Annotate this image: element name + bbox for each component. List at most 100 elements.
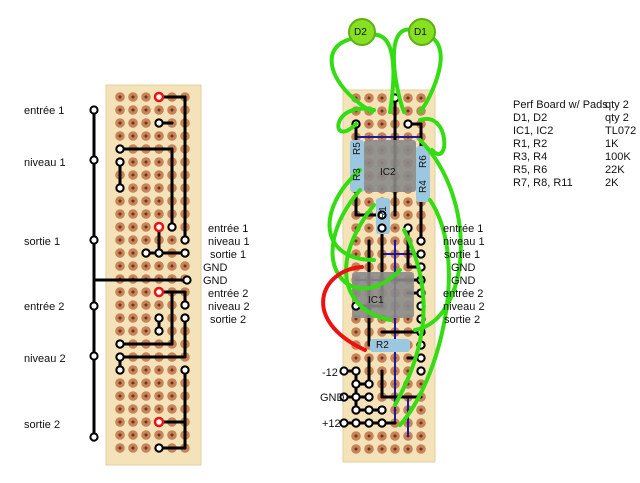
right-terminal	[377, 223, 387, 233]
ic2-body	[364, 140, 416, 192]
right-terminal	[339, 392, 349, 402]
left-pad	[141, 404, 151, 414]
left-pad-hole	[118, 446, 122, 450]
right-terminal	[364, 405, 374, 415]
left-pad	[141, 209, 151, 219]
bom-part-2: IC1, IC2	[513, 125, 553, 137]
left-pad-hole	[157, 173, 161, 177]
right-pad	[351, 431, 361, 441]
green-long-wire	[344, 203, 392, 322]
left-pad	[115, 313, 125, 323]
right-pad-hole	[393, 226, 397, 230]
left-label-sortie-1: sortie 1	[24, 236, 60, 248]
right-pad-hole	[380, 447, 384, 451]
right-pad-hole	[419, 447, 423, 451]
right-conn-label-entree-1: entrée 1	[443, 223, 483, 235]
left-pad-hole	[144, 420, 148, 424]
right-pad-hole	[367, 96, 371, 100]
bom-value-1: qty 2	[605, 112, 629, 124]
right-conn-label-sortie-1: sortie 1	[444, 249, 480, 261]
left-conn-label-niveau-2: niveau 2	[208, 301, 250, 313]
left-pad	[141, 430, 151, 440]
left-board-terminals	[89, 105, 192, 453]
right-terminal	[403, 223, 413, 233]
right-pad-hole	[367, 226, 371, 230]
bom-value-4: 100K	[605, 151, 631, 163]
right-jumper-wire	[380, 369, 423, 399]
left-pad	[128, 300, 138, 310]
right-board: IC2 IC1 R1 R2 R3 R4 R5 R6 D2 D1 entrée 1…	[320, 18, 485, 463]
right-terminal	[377, 405, 387, 415]
left-pad	[167, 391, 177, 401]
left-pad	[154, 404, 164, 414]
right-pad	[390, 223, 400, 233]
left-jumper-wire	[157, 368, 187, 450]
left-terminal	[167, 222, 177, 232]
left-pad	[128, 209, 138, 219]
left-pad-hole	[118, 251, 122, 255]
right-terminal	[351, 418, 361, 428]
left-label-entree-2: entrée 2	[24, 301, 64, 313]
left-pad-hole	[118, 199, 122, 203]
left-pad-hole	[118, 290, 122, 294]
left-conn-label-sortie-2: sortie 2	[210, 314, 246, 326]
right-pad	[416, 93, 426, 103]
right-terminal	[364, 418, 374, 428]
left-pad-hole	[157, 199, 161, 203]
left-conn-label-entree-2: entrée 2	[208, 288, 248, 300]
left-terminal	[89, 235, 99, 245]
right-pad-hole	[354, 252, 358, 256]
bom-part-0: Perf Board w/ Pads	[513, 99, 608, 111]
left-pad-hole	[144, 394, 148, 398]
left-pad-hole	[157, 433, 161, 437]
right-pad-hole	[380, 96, 384, 100]
bom-part-5: R5, R6	[513, 164, 547, 176]
right-pad	[390, 444, 400, 454]
left-pad-hole	[118, 108, 122, 112]
left-pad-hole	[157, 212, 161, 216]
left-jumper-wire	[118, 290, 174, 346]
left-terminal	[154, 443, 164, 453]
bill-of-materials: Perf Board w/ Pads qty 2 D1, D2 qty 2 IC…	[513, 99, 636, 189]
left-pad-hole	[144, 212, 148, 216]
right-pad	[377, 106, 387, 116]
left-pad-hole	[144, 303, 148, 307]
left-pad	[128, 404, 138, 414]
left-terminal	[180, 300, 190, 310]
bom-value-3: 1K	[605, 138, 619, 150]
left-pad	[115, 287, 125, 297]
left-pad	[154, 157, 164, 167]
left-pad-hole	[131, 407, 135, 411]
left-pad-hole	[170, 238, 174, 242]
ic1-body	[352, 272, 414, 318]
r6-label: R6	[418, 155, 429, 168]
r6-body	[416, 146, 430, 176]
right-conn-label-niveau-1: niveau 1	[443, 236, 485, 248]
r2-body	[370, 339, 410, 352]
left-pad-hole	[118, 95, 122, 99]
left-pad-hole	[144, 134, 148, 138]
left-pad	[115, 404, 125, 414]
r3-label: R3	[352, 168, 363, 181]
left-pad	[154, 365, 164, 375]
left-label-sortie-2: sortie 2	[24, 419, 60, 431]
left-pad-hole	[144, 160, 148, 164]
bom-value-5: 22K	[605, 164, 625, 176]
right-terminal	[351, 379, 361, 389]
left-pad-hole	[170, 381, 174, 385]
right-pad-hole	[380, 122, 384, 126]
left-pad-hole	[131, 368, 135, 372]
green-loop-wire	[418, 116, 447, 156]
left-pad	[115, 300, 125, 310]
left-pad-hole	[157, 108, 161, 112]
left-highlight-pad	[153, 286, 165, 298]
left-pad	[154, 131, 164, 141]
right-pad-hole	[380, 356, 384, 360]
right-pad	[403, 93, 413, 103]
left-pad-hole	[144, 225, 148, 229]
left-pad-hole	[118, 316, 122, 320]
right-pad-hole	[393, 447, 397, 451]
right-pad	[403, 197, 413, 207]
left-pad	[141, 183, 151, 193]
left-pad-hole	[144, 173, 148, 177]
